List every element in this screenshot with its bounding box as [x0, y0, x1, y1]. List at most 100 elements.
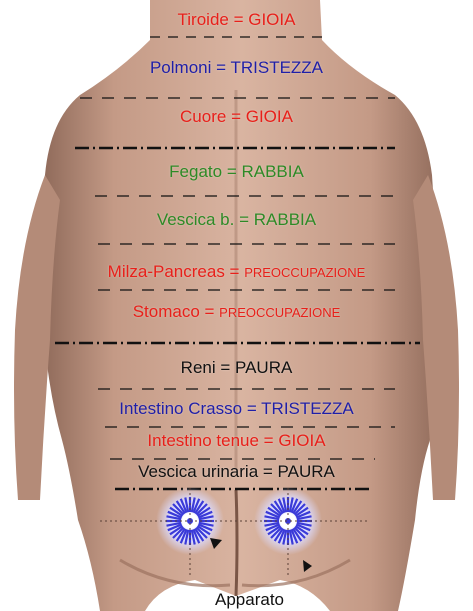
target-ray — [166, 515, 182, 521]
target-ray — [264, 515, 280, 521]
target-ray — [295, 523, 311, 532]
organ-name: Intestino Crasso — [119, 399, 243, 418]
target-ray — [270, 526, 283, 539]
label-intestino-crasso: Intestino Crasso = TRISTEZZA — [0, 399, 473, 419]
organ-name: Polmoni — [149, 58, 212, 77]
target-ray — [175, 527, 186, 542]
organ-name: Stomaco — [132, 302, 200, 321]
emotion-name: RABBIA — [253, 210, 317, 229]
organ-name: Reni — [180, 358, 216, 377]
organ-name: Tiroide — [177, 10, 229, 29]
target-ray — [190, 529, 196, 545]
label-reni: Reni = PAURA — [0, 358, 473, 378]
target-ray — [179, 498, 188, 514]
organ-name: Vescica b. — [156, 210, 235, 229]
target-ray — [197, 510, 213, 519]
emotion-name: RABBIA — [241, 162, 304, 181]
target-ray — [277, 528, 286, 544]
target-ray — [288, 497, 294, 513]
target-ray — [295, 510, 311, 519]
equals-sign: = — [215, 358, 236, 377]
emotion-name: TRISTEZZA — [261, 399, 354, 418]
label-intestino-tenue: Intestino tenue = GIOIA — [0, 431, 473, 451]
target-ray — [296, 521, 312, 527]
target-ray — [195, 526, 208, 539]
target-ray — [198, 521, 214, 527]
target-ray — [294, 525, 309, 536]
label-milza-pancreas: Milza-Pancreas = PREOCCUPAZIONE — [0, 262, 473, 283]
target-ray — [293, 503, 306, 516]
target-ray — [292, 500, 303, 515]
right-reflex-target — [254, 487, 322, 555]
target-ray — [288, 529, 294, 545]
gluteal-cleft — [234, 489, 239, 597]
equals-sign: = — [242, 399, 262, 418]
target-ray — [172, 503, 185, 516]
left-arm — [14, 175, 60, 500]
equals-sign: = — [222, 162, 242, 181]
target-ray — [273, 527, 284, 542]
equals-sign: = — [199, 302, 220, 321]
target-ray — [169, 506, 184, 517]
target-ray — [184, 529, 190, 545]
target-ray — [265, 510, 281, 519]
label-vescica-b: Vescica b. = RABBIA — [0, 210, 473, 230]
target-ray — [169, 525, 184, 536]
footer-label: Apparato — [215, 590, 284, 609]
equals-sign: = — [258, 431, 279, 450]
target-ray — [179, 528, 188, 544]
emotion-name: GIOIA — [278, 431, 326, 450]
label-fegato: Fegato = RABBIA — [0, 162, 473, 182]
label-cuore: Cuore = GIOIA — [0, 107, 473, 127]
equals-sign: = — [258, 462, 278, 481]
target-ray — [270, 503, 283, 516]
target-ray — [166, 521, 182, 527]
target-ray — [296, 515, 312, 521]
equals-sign: = — [224, 262, 245, 281]
label-stomaco: Stomaco = PREOCCUPAZIONE — [0, 302, 473, 323]
organ-name: Intestino tenue — [147, 431, 259, 450]
target-ray — [294, 506, 309, 517]
target-ray — [184, 497, 190, 513]
emotion-name: PREOCCUPAZIONE — [244, 265, 366, 280]
right-arm — [413, 175, 459, 500]
target-ray — [293, 526, 306, 539]
equals-sign: = — [226, 107, 246, 126]
target-ray — [265, 523, 281, 532]
target-ray — [290, 528, 299, 544]
target-ray — [192, 498, 201, 514]
right-pointer-arrow — [303, 560, 312, 572]
equals-sign: = — [228, 10, 249, 29]
emotion-name: GIOIA — [248, 10, 296, 29]
target-ray — [292, 527, 303, 542]
organ-name: Milza-Pancreas — [107, 262, 225, 281]
target-ray — [167, 510, 183, 519]
emotion-name: TRISTEZZA — [230, 58, 324, 77]
target-ray — [194, 527, 205, 542]
emotion-name: PREOCCUPAZIONE — [219, 305, 341, 320]
label-polmoni: Polmoni = TRISTEZZA — [0, 58, 473, 78]
organ-name: Vescica urinaria — [138, 462, 259, 481]
equals-sign: = — [234, 210, 254, 229]
target-ray — [277, 498, 286, 514]
target-ray — [175, 500, 186, 515]
emotion-name: PAURA — [277, 462, 335, 481]
target-ray — [290, 498, 299, 514]
target-ray — [282, 529, 288, 545]
target-ray — [267, 506, 282, 517]
target-ray — [267, 525, 282, 536]
target-ray — [197, 523, 213, 532]
target-ray — [198, 515, 214, 521]
target-ray — [190, 497, 196, 513]
target-ray — [273, 500, 284, 515]
target-ray — [264, 521, 280, 527]
right-gluteal-fold — [241, 558, 351, 588]
organ-name: Fegato — [169, 162, 223, 181]
label-tiroide: Tiroide = GIOIA — [0, 10, 473, 30]
target-ray — [172, 526, 185, 539]
torso-silhouette — [42, 0, 443, 611]
target-ray — [194, 500, 205, 515]
organ-name: Cuore — [180, 107, 227, 126]
target-ray — [196, 506, 211, 517]
